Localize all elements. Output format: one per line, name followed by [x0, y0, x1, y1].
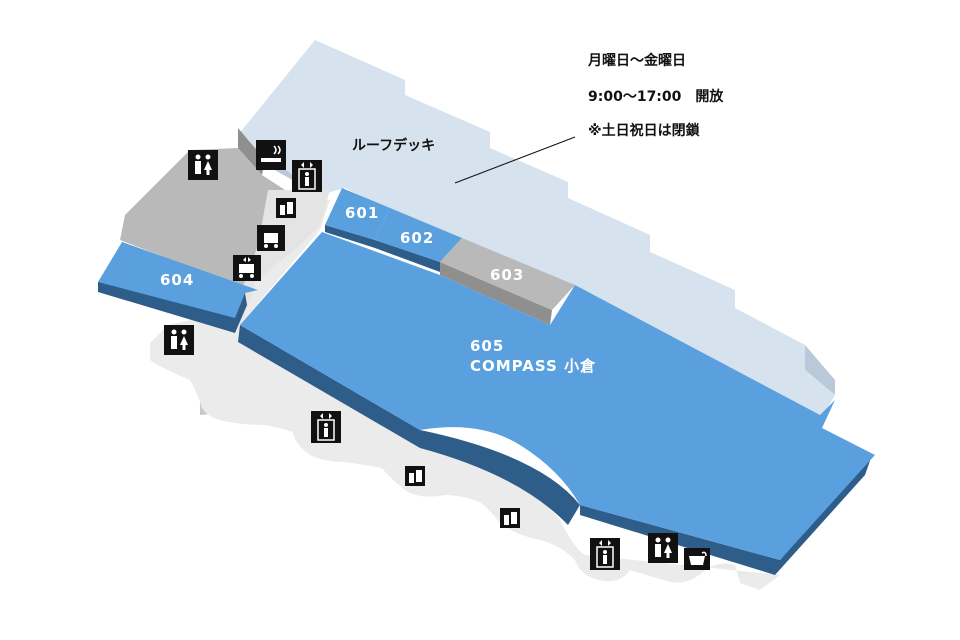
room-601-side	[325, 225, 375, 248]
room-603[interactable]: 603	[440, 238, 575, 325]
room-602-side	[375, 240, 440, 272]
roof-deck-label: ルーフデッキ	[352, 137, 435, 154]
restroom-icon[interactable]	[188, 150, 218, 180]
elevator-icon[interactable]	[590, 538, 620, 570]
roof-deck-side-front	[805, 345, 835, 395]
room-603-surface	[440, 238, 575, 310]
room-604-surface	[98, 242, 258, 318]
room-602-label: 602	[400, 229, 434, 247]
corridor	[150, 200, 780, 590]
room-605[interactable]: 605 COMPASS 小倉	[238, 232, 875, 575]
restroom-icon[interactable]	[164, 325, 194, 355]
room-605-name: COMPASS 小倉	[470, 357, 596, 375]
fire-extinguisher-icon[interactable]	[276, 198, 296, 218]
room-601[interactable]: 601	[325, 188, 390, 248]
room-605-side	[238, 325, 580, 525]
core-light-walkway	[238, 190, 330, 325]
room-605-surface	[240, 232, 875, 560]
service-elevator-icon[interactable]	[233, 255, 261, 281]
room-604-label: 604	[160, 271, 194, 289]
room-603-label: 603	[490, 266, 524, 284]
room-602-surface	[375, 208, 462, 262]
room-605-number: 605	[470, 337, 504, 355]
room-604[interactable]: 604	[98, 242, 258, 333]
room-605-side-right	[580, 455, 872, 575]
fire-extinguisher-icon[interactable]	[500, 508, 520, 528]
elevator-icon[interactable]	[311, 411, 341, 443]
info-callout-line	[454, 136, 576, 184]
room-601-label: 601	[345, 204, 379, 222]
corridor-surface	[150, 200, 780, 590]
baggage-cart-icon[interactable]	[257, 225, 285, 251]
elevator-icon[interactable]	[292, 160, 322, 192]
room-601-surface	[325, 188, 390, 240]
smoking-area-icon[interactable]	[256, 140, 286, 170]
info-closed-note: ※土日祝日は閉鎖	[588, 123, 700, 139]
water-fountain-icon[interactable]	[684, 548, 710, 570]
room-602[interactable]: 602	[375, 208, 462, 272]
room-603-side	[440, 262, 552, 325]
core-area	[120, 128, 330, 325]
restroom-icon[interactable]	[648, 533, 678, 563]
info-weekdays: 月曜日〜金曜日	[588, 53, 686, 69]
fire-extinguisher-icon[interactable]	[405, 466, 425, 486]
roof-deck-surface	[238, 40, 835, 420]
info-hours: 9:00〜17:00 開放	[588, 89, 724, 105]
